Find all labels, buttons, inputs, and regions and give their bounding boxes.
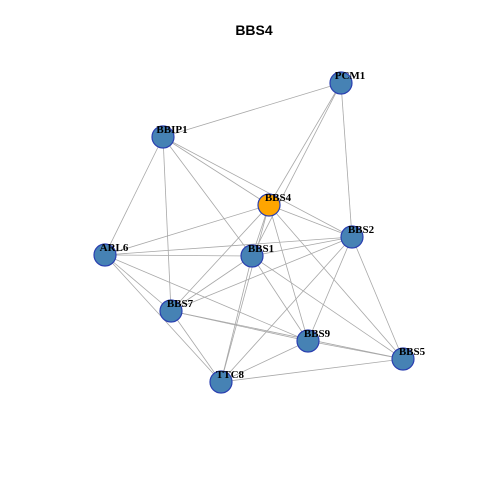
node-bbs9: BBS9 xyxy=(296,328,331,353)
node-bbs1: BBS1 xyxy=(240,243,274,268)
edge-bbs1-ttc8 xyxy=(220,255,253,383)
edge-bbs7-bbs5 xyxy=(170,310,404,360)
node-circle-bbip1 xyxy=(151,125,175,149)
edge-pcm1-bbs4 xyxy=(268,82,342,206)
node-bbip1: BBIP1 xyxy=(151,124,188,149)
node-bbs2: BBS2 xyxy=(340,224,375,249)
edge-bbip1-bbs1 xyxy=(162,136,253,257)
edge-bbs4-bbs9 xyxy=(268,204,309,342)
node-label-pcm1: PCM1 xyxy=(335,70,366,82)
edge-bbs4-bbs2 xyxy=(268,204,353,238)
node-label-bbs7: BBS7 xyxy=(167,298,194,310)
node-circle-arl6 xyxy=(93,243,117,267)
node-label-bbip1: BBIP1 xyxy=(156,124,187,136)
edge-bbs7-ttc8 xyxy=(170,310,222,383)
node-pcm1: PCM1 xyxy=(329,70,366,95)
node-circle-bbs2 xyxy=(340,225,364,249)
edge-bbs2-arl6 xyxy=(104,236,353,256)
node-label-arl6: ARL6 xyxy=(100,242,129,254)
node-ttc8: TTC8 xyxy=(209,369,245,394)
edge-bbs4-bbs5 xyxy=(268,204,404,360)
node-label-bbs2: BBS2 xyxy=(348,224,375,236)
edge-bbs4-arl6 xyxy=(104,204,270,256)
edge-bbs5-ttc8 xyxy=(220,358,404,383)
node-bbs4: BBS4 xyxy=(257,192,292,217)
edge-arl6-bbs1 xyxy=(104,254,253,257)
edge-bbs1-bbs7 xyxy=(170,255,253,312)
node-circle-bbs1 xyxy=(240,244,264,268)
node-circle-bbs9 xyxy=(296,329,320,353)
edge-bbip1-arl6 xyxy=(104,136,164,256)
node-label-ttc8: TTC8 xyxy=(216,369,245,381)
diagram-title: BBS4 xyxy=(235,22,273,38)
node-label-bbs4: BBS4 xyxy=(265,192,292,204)
node-circle-ttc8 xyxy=(209,370,233,394)
edge-pcm1-bbs2 xyxy=(340,82,353,238)
node-circle-bbs5 xyxy=(391,347,415,371)
edge-bbs4-ttc8 xyxy=(220,204,270,383)
node-label-bbs5: BBS5 xyxy=(399,346,426,358)
edge-arl6-bbs7 xyxy=(104,254,172,312)
node-circle-bbs4 xyxy=(257,193,281,217)
node-arl6: ARL6 xyxy=(93,242,129,267)
edge-bbs1-bbs5 xyxy=(251,255,404,360)
edge-bbs2-bbs7 xyxy=(170,236,353,312)
edge-arl6-bbs9 xyxy=(104,254,309,342)
node-circle-bbs7 xyxy=(159,299,183,323)
edge-bbs2-bbs9 xyxy=(307,236,353,342)
node-label-bbs1: BBS1 xyxy=(248,243,274,255)
edge-pcm1-bbs1 xyxy=(251,82,342,257)
edge-bbip1-bbs2 xyxy=(162,136,353,238)
edge-bbs9-ttc8 xyxy=(220,340,309,383)
node-circle-pcm1 xyxy=(329,71,353,95)
edge-bbs2-ttc8 xyxy=(220,236,353,383)
edge-pcm1-bbip1 xyxy=(162,82,342,138)
edge-bbip1-bbs7 xyxy=(162,136,172,312)
edge-bbs2-bbs5 xyxy=(351,236,404,360)
edge-bbs9-bbs5 xyxy=(307,340,404,360)
node-bbs7: BBS7 xyxy=(159,298,194,323)
edge-bbip1-bbs4 xyxy=(162,136,270,206)
edge-bbs1-bbs9 xyxy=(251,255,309,342)
edge-bbs2-bbs1 xyxy=(251,236,353,257)
edge-bbs4-bbs7 xyxy=(170,204,270,312)
node-bbs5: BBS5 xyxy=(391,346,426,371)
node-label-bbs9: BBS9 xyxy=(304,328,331,340)
